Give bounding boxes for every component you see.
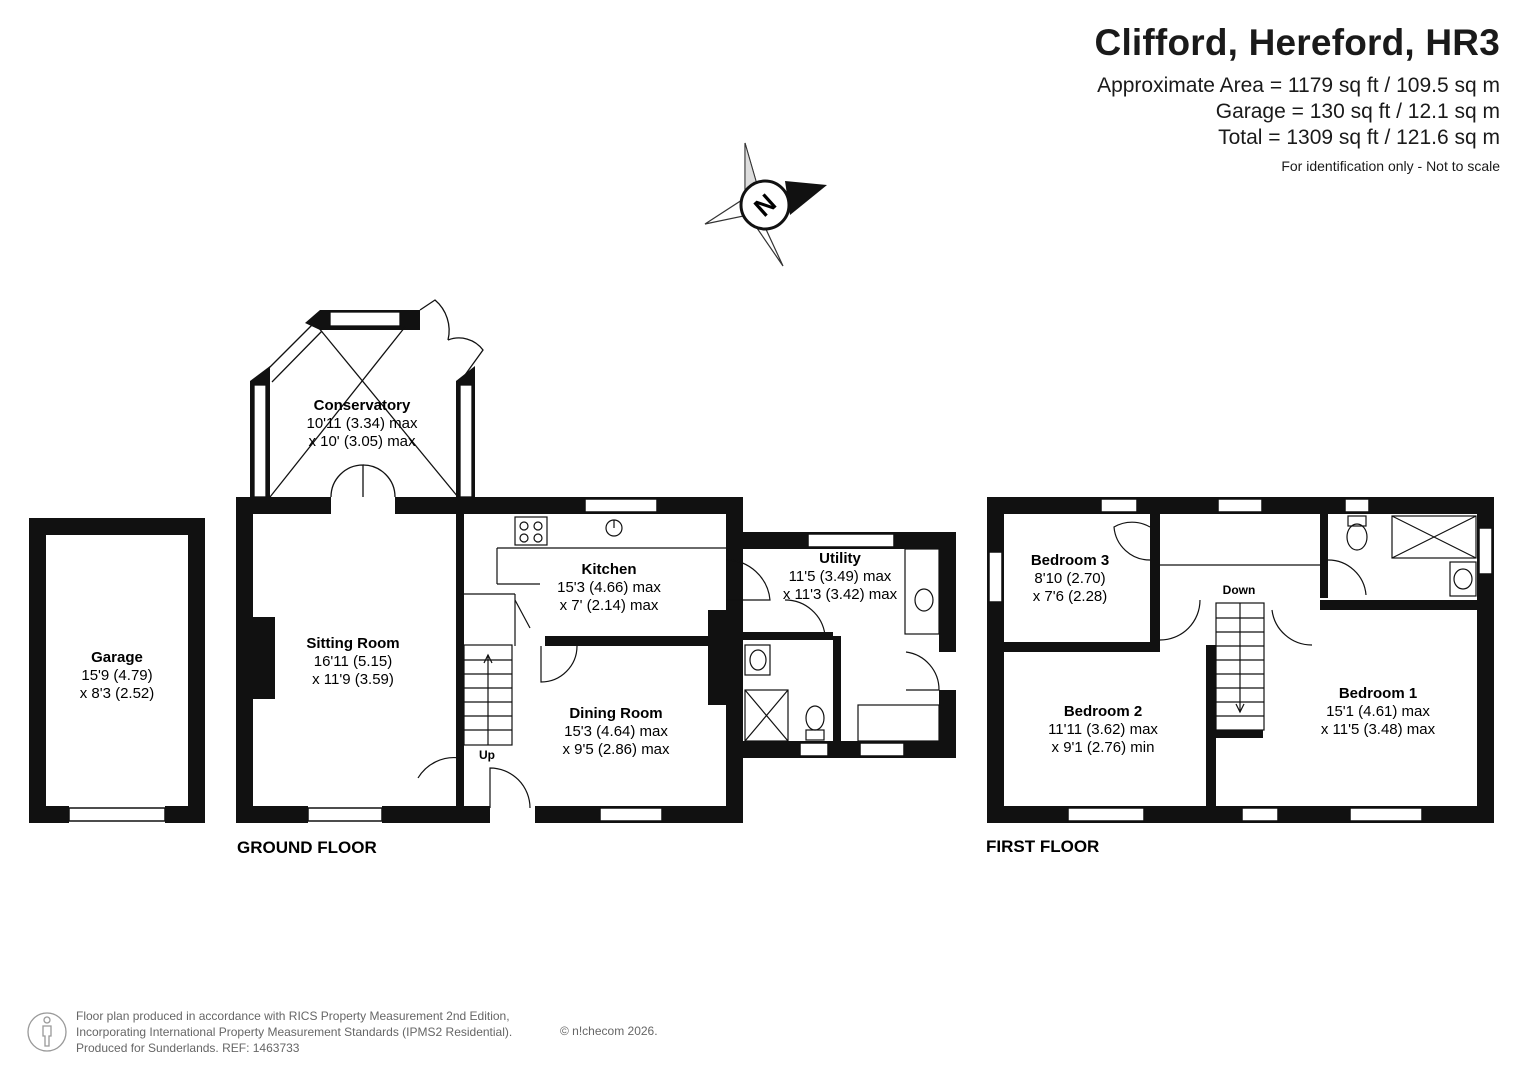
sitting-room-name: Sitting Room: [306, 635, 399, 652]
property-title: Clifford, Hereford, HR3: [1094, 22, 1500, 63]
ground-floor-label: GROUND FLOOR: [237, 838, 377, 857]
footer-line-1: Floor plan produced in accordance with R…: [76, 1009, 510, 1023]
bedroom-3-dim-2: x 7'6 (2.28): [1033, 588, 1108, 605]
conservatory-name: Conservatory: [314, 397, 411, 414]
garage-area: Garage = 130 sq ft / 12.1 sq m: [1215, 100, 1500, 123]
footer-line-3: Produced for Sunderlands. REF: 1463733: [76, 1041, 300, 1055]
conservatory-dim-1: 10'11 (3.34) max: [307, 415, 418, 432]
footer-line-2: Incorporating International Property Mea…: [76, 1025, 513, 1039]
total-area: Total = 1309 sq ft / 121.6 sq m: [1218, 126, 1500, 149]
person-icon: [27, 1012, 67, 1052]
dining-room-name: Dining Room: [569, 705, 662, 722]
dining-room-dim-1: 15'3 (4.64) max: [564, 723, 668, 740]
stairs-down-label: Down: [1223, 583, 1256, 597]
bedroom-1-dim-1: 15'1 (4.61) max: [1326, 703, 1430, 720]
garage: [29, 518, 205, 823]
utility-dim-1: 11'5 (3.49) max: [789, 568, 892, 585]
sitting-room-dim-1: 16'11 (5.15): [314, 653, 392, 670]
utility-dim-2: x 11'3 (3.42) max: [783, 586, 898, 603]
bedroom-2-dim-1: 11'11 (3.62) max: [1048, 721, 1158, 738]
stairs-up-label: Up: [479, 748, 495, 762]
kitchen-name: Kitchen: [581, 561, 636, 578]
kitchen-dim-2: x 7' (2.14) max: [560, 597, 659, 614]
approximate-area: Approximate Area = 1179 sq ft / 109.5 sq…: [1097, 74, 1500, 97]
compass-icon: N: [704, 142, 827, 267]
bedroom-2-dim-2: x 9'1 (2.76) min: [1052, 739, 1155, 756]
first-floor-walls: [987, 497, 1494, 823]
kitchen-fittings: [417, 516, 771, 809]
kitchen-dim-1: 15'3 (4.66) max: [557, 579, 661, 596]
bedroom-3-name: Bedroom 3: [1031, 552, 1109, 569]
conservatory-dim-2: x 10' (3.05) max: [308, 433, 416, 450]
conservatory-glazing: [253, 299, 484, 498]
utility-fittings: [744, 548, 940, 742]
bedroom-3-dim-1: 8'10 (2.70): [1034, 570, 1105, 587]
dining-room-dim-2: x 9'5 (2.86) max: [562, 741, 670, 758]
garage-dim-1: 15'9 (4.79): [81, 667, 152, 684]
bedroom-1-name: Bedroom 1: [1339, 685, 1417, 702]
scale-note: For identification only - Not to scale: [1281, 158, 1500, 174]
utility-name: Utility: [819, 550, 861, 567]
first-floor-fittings: [1113, 515, 1477, 731]
bedroom-2-name: Bedroom 2: [1064, 703, 1142, 720]
room-labels: Garage 15'9 (4.79) x 8'3 (2.52) Conserva…: [80, 397, 1436, 857]
sitting-room-dim-2: x 11'9 (3.59): [312, 671, 394, 688]
bedroom-1-dim-2: x 11'5 (3.48) max: [1321, 721, 1436, 738]
garage-name: Garage: [91, 649, 143, 666]
copyright: © n!checom 2026.: [560, 1024, 658, 1038]
garage-dim-2: x 8'3 (2.52): [80, 685, 155, 702]
footer-text: Floor plan produced in accordance with R…: [76, 1008, 512, 1056]
first-floor-label: FIRST FLOOR: [986, 837, 1099, 856]
